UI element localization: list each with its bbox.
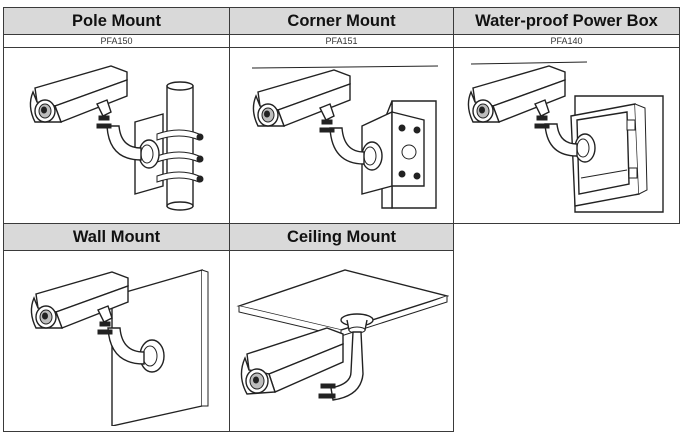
cell-wall-mount-image <box>3 250 230 432</box>
empty-cell <box>453 223 680 432</box>
power-box-illustration <box>467 61 664 213</box>
header-corner-mount: Corner Mount <box>229 7 454 35</box>
header-power-box: Water-proof Power Box <box>453 7 680 35</box>
model-row-1: PFA150 PFA151 PFA140 <box>3 34 680 48</box>
ceiling-mount-illustration <box>235 269 449 401</box>
header-ceiling-mount: Ceiling Mount <box>229 223 454 251</box>
image-row-1 <box>3 47 680 224</box>
cell-pole-mount-image <box>3 47 230 224</box>
pole-mount-illustration <box>29 64 203 211</box>
model-pole-mount: PFA150 <box>3 34 230 48</box>
header-row-1: Pole Mount Corner Mount Water-proof Powe… <box>3 7 680 35</box>
corner-mount-illustration <box>251 65 438 209</box>
cell-ceiling-mount-image <box>229 250 454 432</box>
cell-power-box-image <box>453 47 680 224</box>
header-pole-mount: Pole Mount <box>3 7 230 35</box>
model-corner-mount: PFA151 <box>229 34 454 48</box>
wall-mount-illustration <box>30 269 208 426</box>
model-power-box: PFA140 <box>453 34 680 48</box>
image-row-2 <box>3 250 680 432</box>
header-wall-mount: Wall Mount <box>3 223 230 251</box>
header-row-2: Wall Mount Ceiling Mount <box>3 223 680 432</box>
cell-corner-mount-image <box>229 47 454 224</box>
mount-accessories-table: Pole Mount Corner Mount Water-proof Powe… <box>3 7 680 432</box>
